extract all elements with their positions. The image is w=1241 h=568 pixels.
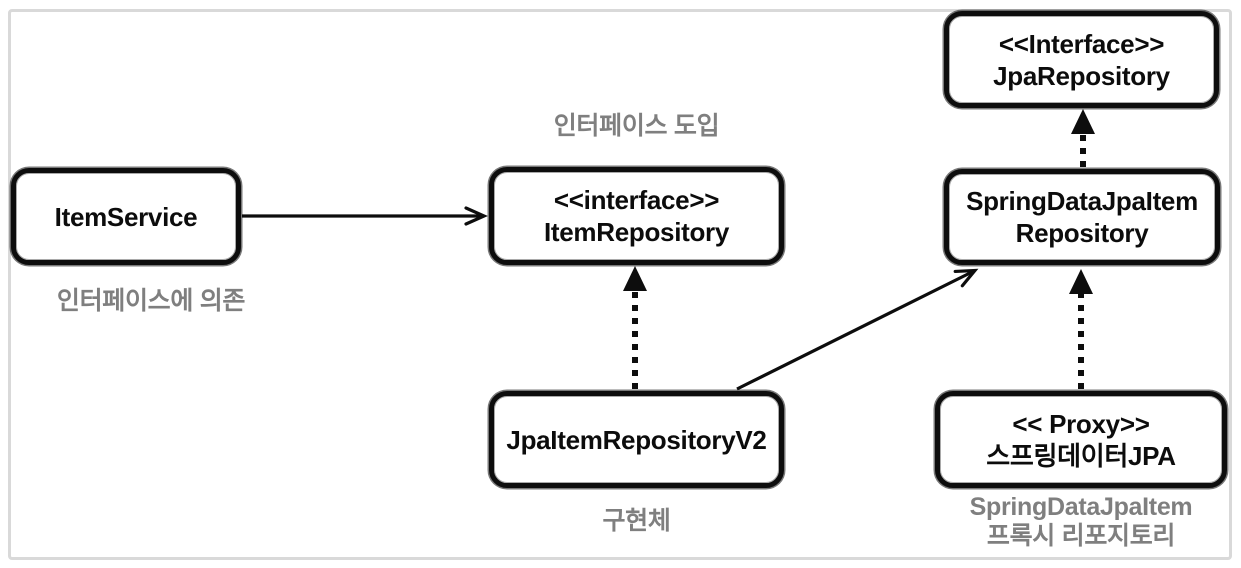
arrow-jpaitemv2-implements-itemrepository (623, 266, 647, 389)
node-jpa-item-repository-v2: JpaItemRepositoryV2 (489, 391, 784, 488)
arrow-proxy-to-springdata (1069, 269, 1093, 389)
diagram-frame-border (8, 9, 1232, 560)
node-proxy-name: 스프링데이터JPA (986, 440, 1176, 471)
caption-interface-intro: 인터페이스 도입 (553, 112, 720, 140)
node-item-service-label: ItemService (54, 201, 198, 232)
node-spring-data-jpa-item-repository: SpringDataJpaItem Repository (944, 169, 1220, 265)
node-spring-data-name-line1: SpringDataJpaItem (966, 186, 1198, 216)
caption-proxy-repository: SpringDataJpaItem 프록시 리포지토리 (925, 493, 1237, 551)
caption-depends-on-interface: 인터페이스에 의존 (56, 287, 246, 315)
arrow-jpaitemv2-to-springdata (736, 268, 979, 391)
node-item-repository-name: ItemRepository (543, 217, 730, 247)
node-proxy-stereotype: << Proxy>> (1012, 408, 1150, 439)
node-item-service: ItemService (11, 168, 241, 265)
node-jpa-item-repository-v2-label: JpaItemRepositoryV2 (506, 424, 767, 455)
arrow-springdata-extends-jparepository (1071, 109, 1095, 167)
caption-implementation: 구현체 (602, 507, 671, 535)
node-item-repository-stereotype: <<interface>> (553, 185, 720, 215)
node-item-repository: <<interface>> ItemRepository (489, 167, 784, 265)
caption-proxy-repository-line2: 프록시 리포지토리 (986, 522, 1176, 550)
node-spring-data-name-line2: Repository (1015, 218, 1149, 248)
caption-proxy-repository-line1: SpringDataJpaItem (969, 493, 1193, 521)
node-spring-data-proxy: << Proxy>> 스프링데이터JPA (935, 391, 1227, 488)
node-jpa-repository-stereotype: <<Interface>> (998, 28, 1165, 59)
node-jpa-repository: <<Interface>> JpaRepository (944, 11, 1219, 108)
node-jpa-repository-name: JpaRepository (993, 60, 1170, 91)
